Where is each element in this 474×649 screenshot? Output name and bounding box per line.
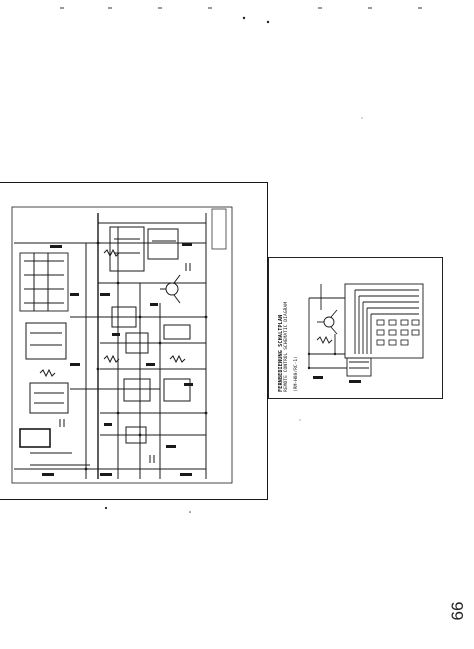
- remote-control-frame: FERNBEDIENUNG SCHALTPLAN REMOTE CONTROL …: [268, 257, 443, 399]
- main-schematic-diagram: [11, 206, 233, 484]
- page-number: 66: [448, 601, 467, 621]
- remote-title: FERNBEDIENUNG SCHALTPLAN REMOTE CONTROL …: [278, 302, 300, 392]
- schematic-frame: [0, 182, 268, 500]
- remote-title-line2: REMOTE CONTROL SCHEMATIC DIAGRAM: [284, 301, 289, 392]
- remote-control-diagram: [307, 283, 424, 383]
- remote-title-line3: (RM-H80/RC-1): [294, 356, 299, 392]
